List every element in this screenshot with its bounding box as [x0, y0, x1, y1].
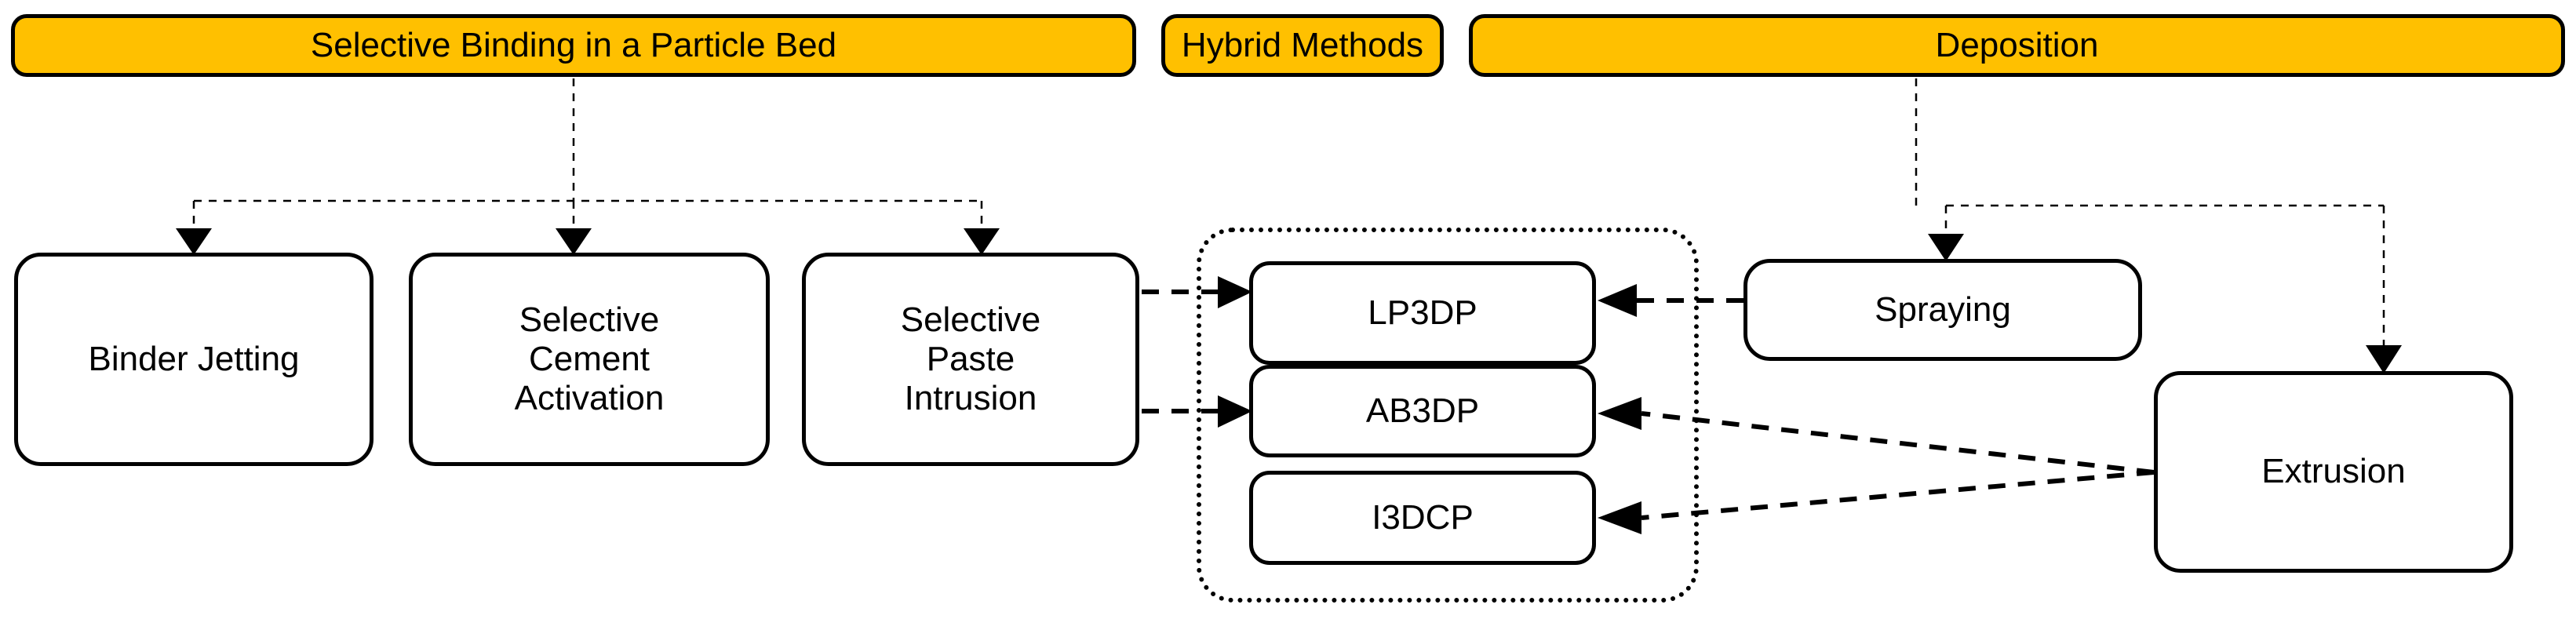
node-i3dcp[interactable]: I3DCP: [1249, 471, 1596, 565]
header-deposition[interactable]: Deposition: [1469, 14, 2565, 77]
node-ab3dp[interactable]: AB3DP: [1249, 365, 1596, 457]
node-spraying[interactable]: Spraying: [1743, 259, 2142, 361]
header-selective-binding[interactable]: Selective Binding in a Particle Bed: [11, 14, 1136, 77]
node-selective-cement-activation-label: Selective Cement Activation: [514, 300, 665, 418]
connector-selective-binding-tree: [192, 78, 983, 229]
header-deposition-label: Deposition: [1935, 25, 2099, 64]
node-ab3dp-label: AB3DP: [1365, 391, 1480, 430]
arrow-to-selective-cement-activation: [556, 228, 592, 255]
node-spraying-label: Spraying: [1875, 290, 2011, 329]
node-selective-paste-intrusion-label: Selective Paste Intrusion: [900, 300, 1041, 418]
arrow-to-extrusion: [2366, 345, 2402, 373]
node-binder-jetting-label: Binder Jetting: [88, 339, 300, 378]
node-extrusion-label: Extrusion: [2261, 452, 2406, 491]
node-extrusion[interactable]: Extrusion: [2154, 371, 2513, 573]
node-binder-jetting[interactable]: Binder Jetting: [14, 253, 373, 466]
connector-extrusion-to-hybrid: [1641, 411, 2155, 520]
header-selective-binding-label: Selective Binding in a Particle Bed: [310, 25, 837, 64]
header-hybrid-methods-label: Hybrid Methods: [1181, 25, 1424, 64]
arrow-to-binder-jetting: [176, 228, 212, 255]
node-selective-cement-activation[interactable]: Selective Cement Activation: [409, 253, 770, 466]
node-lp3dp-label: LP3DP: [1368, 293, 1477, 332]
connector-selective-binding-arrowheads: [176, 228, 1000, 255]
arrow-to-selective-paste-intrusion: [964, 228, 1000, 255]
hybrid-methods-group: [1197, 228, 1699, 603]
header-hybrid-methods[interactable]: Hybrid Methods: [1161, 14, 1444, 77]
node-selective-paste-intrusion[interactable]: Selective Paste Intrusion: [802, 253, 1139, 466]
arrow-to-spraying: [1928, 234, 1964, 261]
node-lp3dp[interactable]: LP3DP: [1249, 261, 1596, 365]
node-i3dcp-label: I3DCP: [1372, 497, 1474, 537]
